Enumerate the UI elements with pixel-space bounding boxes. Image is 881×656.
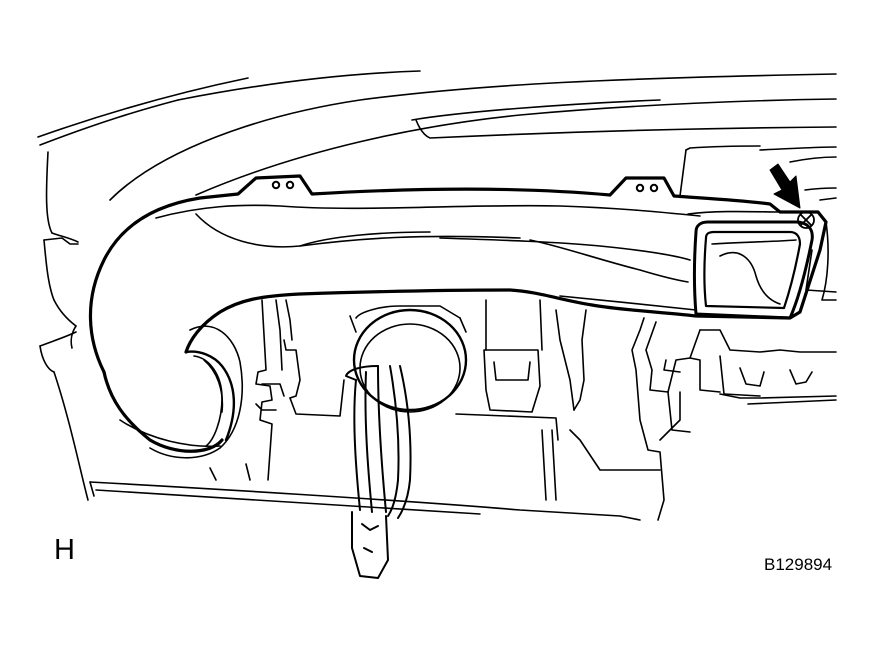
view-letter-label: H bbox=[54, 534, 75, 566]
air-duct bbox=[90, 176, 826, 458]
screw-icon bbox=[798, 212, 814, 228]
duct-mount-tabs bbox=[238, 176, 674, 196]
right-dash-structure bbox=[632, 198, 836, 520]
dashboard-top-lines bbox=[38, 71, 836, 242]
figure-id-label: B129894 bbox=[764, 555, 833, 574]
left-dash-panel bbox=[40, 238, 88, 500]
vent-outlet bbox=[695, 222, 813, 318]
wire-harness bbox=[346, 366, 411, 578]
center-components bbox=[90, 300, 660, 520]
arrow-icon bbox=[770, 164, 800, 208]
